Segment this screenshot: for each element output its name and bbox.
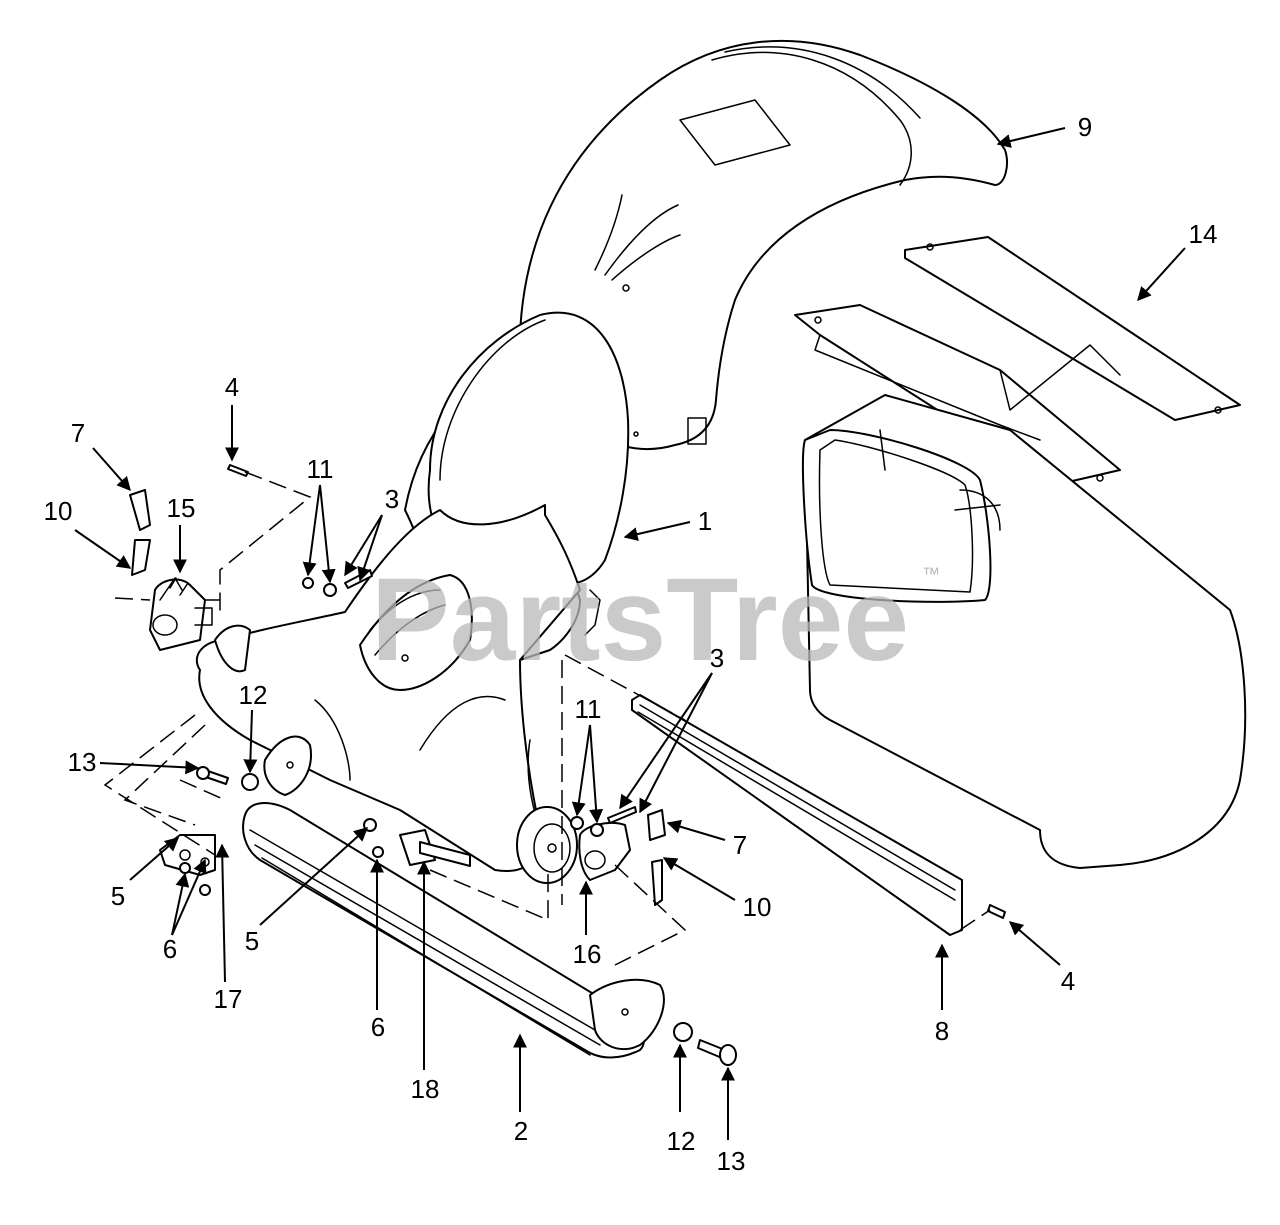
callout-11-left: 11 <box>307 454 334 484</box>
callout-7-left: 7 <box>71 418 85 448</box>
support-bracket-part-14 <box>794 236 1241 486</box>
callout-18: 18 <box>411 1074 440 1104</box>
callout-11-right: 11 <box>575 694 602 724</box>
watermark: PartsTree ™ <box>371 554 940 686</box>
callout-15: 15 <box>167 493 196 523</box>
callout-4-right: 4 <box>1061 966 1075 996</box>
callout-7-right: 7 <box>733 830 747 860</box>
alignment-lines <box>103 471 991 966</box>
watermark-trademark: ™ <box>922 564 940 584</box>
bag-housing <box>801 394 1247 869</box>
callout-1: 1 <box>698 506 712 536</box>
callout-6-left: 6 <box>163 934 177 964</box>
callout-3-left: 3 <box>385 484 399 514</box>
callout-4-top: 4 <box>225 372 239 402</box>
callout-10-right: 10 <box>743 892 772 922</box>
callout-12-right: 12 <box>667 1126 696 1156</box>
callout-9: 9 <box>1078 112 1092 142</box>
callout-12-left: 12 <box>239 680 268 710</box>
watermark-text: PartsTree <box>371 554 909 686</box>
callout-13-right: 13 <box>717 1146 746 1176</box>
callouts: 9 14 4 7 11 3 10 15 1 3 11 12 13 7 5 10 … <box>44 112 1218 1176</box>
leader-lines <box>74 127 1186 1140</box>
callout-2: 2 <box>514 1116 528 1146</box>
callout-6-mid: 6 <box>371 1012 385 1042</box>
fasteners <box>179 464 1006 1066</box>
deflector-body <box>195 504 581 884</box>
callout-8: 8 <box>935 1016 949 1046</box>
callout-14: 14 <box>1189 219 1218 249</box>
callout-16: 16 <box>573 939 602 969</box>
callout-17: 17 <box>214 984 243 1014</box>
callout-5-mid: 5 <box>245 926 259 956</box>
callout-10-left: 10 <box>44 496 73 526</box>
right-hardware <box>399 809 666 906</box>
lower-deflector-part-2 <box>242 735 665 1059</box>
callout-13-left: 13 <box>68 747 97 777</box>
upper-cover-part-9 <box>518 39 1008 451</box>
callout-3-right: 3 <box>710 643 724 673</box>
callout-5-left: 5 <box>111 881 125 911</box>
